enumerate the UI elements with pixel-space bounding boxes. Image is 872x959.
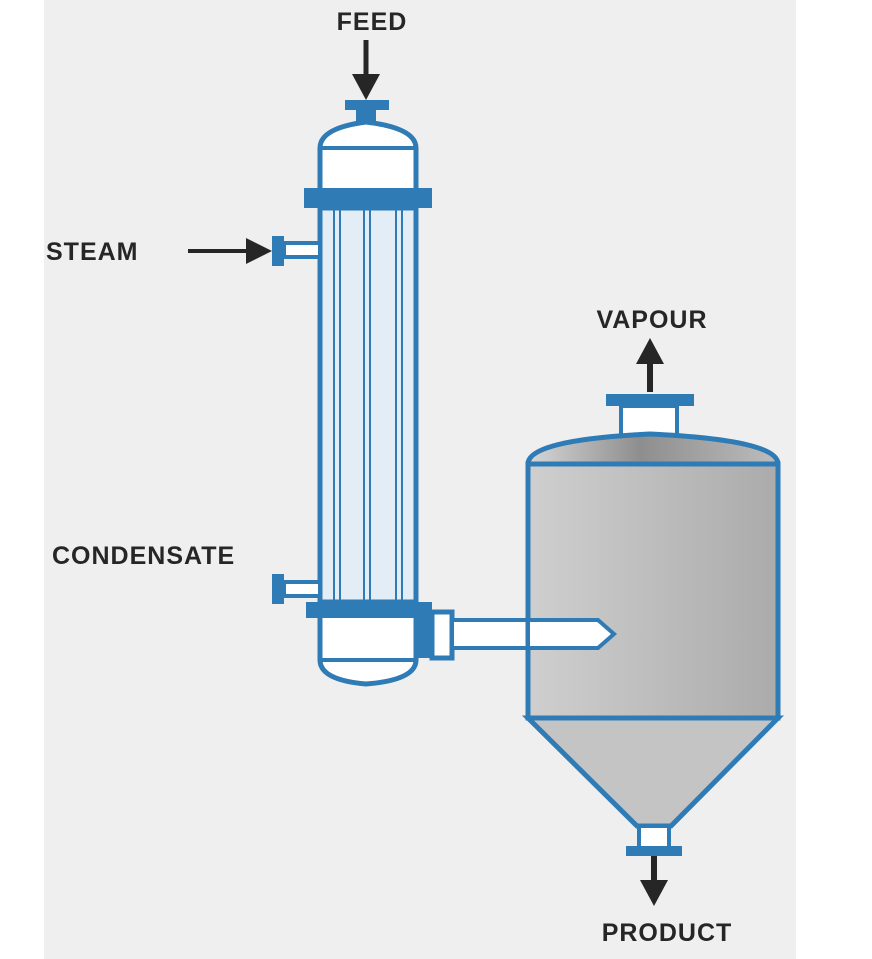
condensate-label: CONDENSATE (52, 542, 235, 570)
product-label: PRODUCT (602, 919, 733, 947)
column-shell (317, 205, 419, 605)
top-tube-sheet-flange (304, 188, 432, 208)
column-top-head (317, 119, 419, 188)
bottom-tube-sheet-flange (306, 602, 432, 618)
steam-nozzle (272, 236, 322, 266)
product-nozzle (626, 824, 682, 856)
condensate-nozzle (272, 574, 322, 604)
feed-arrow-icon (352, 40, 380, 100)
heat-exchanger-tubes (333, 208, 403, 602)
separator-dome (525, 431, 781, 467)
product-arrow-icon (640, 856, 668, 906)
vapour-arrow-icon (636, 338, 664, 392)
separator-body (525, 461, 781, 721)
feed-label: FEED (337, 8, 408, 36)
vapour-label: VAPOUR (596, 306, 707, 334)
column-bottom-head (317, 618, 419, 687)
steam-label: STEAM (46, 238, 139, 266)
steam-arrow-icon (188, 238, 272, 264)
inlet-pipe-tip (526, 618, 618, 650)
